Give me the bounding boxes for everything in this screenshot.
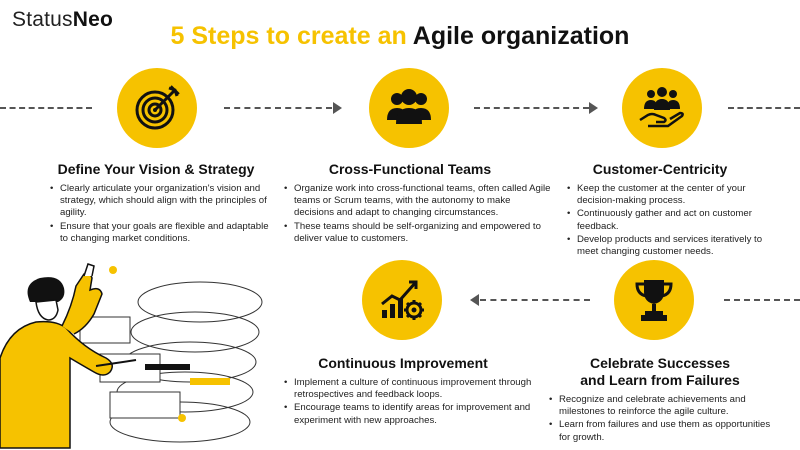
list-item: Clearly articulate your organization's v… (50, 183, 272, 220)
step5-title-line2: and Learn from Failures (580, 372, 740, 388)
person-roadmap-illustration (0, 263, 263, 449)
step2-title: Cross-Functional Teams (328, 161, 492, 177)
step1-icon-circle (117, 68, 197, 148)
step1-bullets: Clearly articulate your organization's v… (50, 183, 272, 246)
connector-left-edge (0, 107, 92, 109)
connector-step5-step4 (480, 299, 590, 301)
step5-icon-circle (614, 260, 694, 340)
title-part-black: Agile organization (412, 22, 630, 50)
list-item: Recognize and celebrate achievements and… (549, 394, 775, 418)
step4-bullets: Implement a culture of continuous improv… (284, 377, 534, 428)
arrow-right-icon (333, 102, 342, 114)
connector-right-edge (728, 107, 800, 109)
connector-step2-step3 (474, 107, 589, 109)
statusneo-logo: StatusNeo (12, 8, 113, 32)
growth-chart-icon (381, 280, 424, 320)
title-part-yellow: 5 Steps to create an (170, 22, 413, 50)
step3-title: Customer-Centricity (592, 161, 728, 177)
step4-title: Continuous Improvement (318, 355, 488, 371)
list-item: Develop products and services iterativel… (567, 234, 779, 258)
list-item: Learn from failures and use them as oppo… (549, 419, 775, 443)
trophy-icon (635, 280, 673, 321)
step1-title: Define Your Vision & Strategy (57, 161, 255, 177)
list-item: Continuously gather and act on customer … (567, 208, 779, 232)
step5-title-line1: Celebrate Successes (589, 355, 731, 371)
step3-icon-circle (622, 68, 702, 148)
customer-hand-icon (639, 87, 684, 128)
page-title: 5 Steps to create an Agile organization (0, 22, 800, 51)
list-item: Organize work into cross-functional team… (284, 183, 552, 220)
list-item: Encourage teams to identify areas for im… (284, 402, 534, 426)
step5-title: Celebrate Successes and Learn from Failu… (560, 355, 760, 389)
logo-text-neo: Neo (72, 8, 114, 31)
arrow-right-icon (589, 102, 598, 114)
step4-icon-circle (362, 260, 442, 340)
step3-bullets: Keep the customer at the center of your … (567, 183, 779, 259)
list-item: Ensure that your goals are flexible and … (50, 221, 272, 245)
list-item: Keep the customer at the center of your … (567, 183, 779, 207)
step5-bullets: Recognize and celebrate achievements and… (549, 394, 775, 445)
list-item: These teams should be self-organizing an… (284, 221, 552, 245)
list-item: Implement a culture of continuous improv… (284, 377, 534, 401)
connector-right-edge-row2 (724, 299, 800, 301)
logo-text-status: Status (12, 8, 73, 31)
step2-bullets: Organize work into cross-functional team… (284, 183, 552, 246)
team-icon (387, 89, 431, 124)
arrow-left-icon (470, 294, 479, 306)
step2-icon-circle (369, 68, 449, 148)
connector-step1-step2 (224, 107, 332, 109)
target-icon (135, 85, 180, 130)
